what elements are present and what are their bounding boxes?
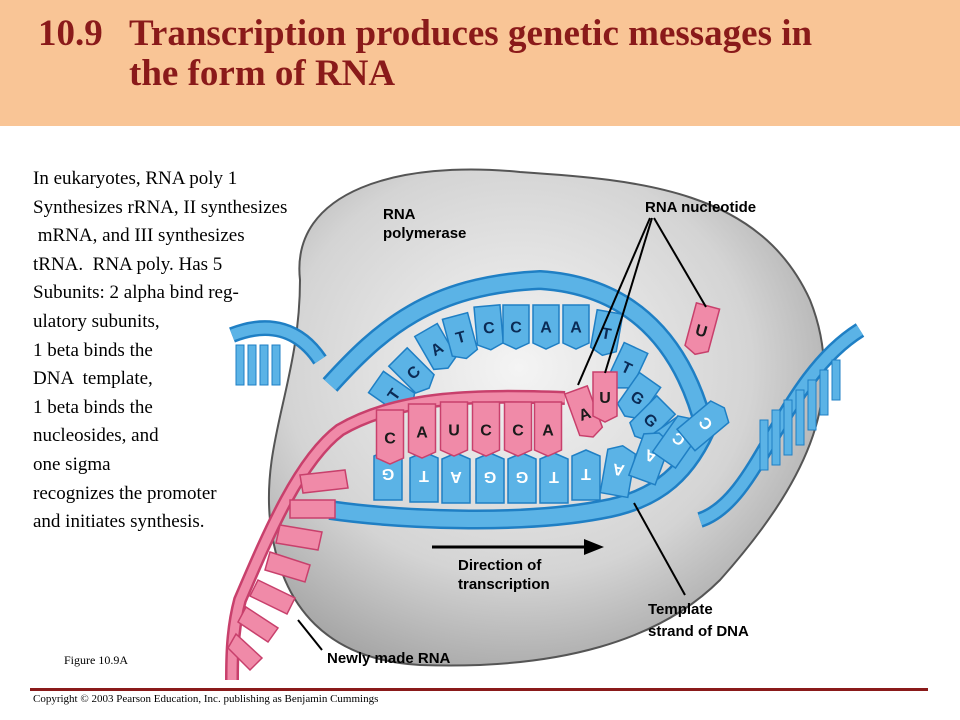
dna-right-helix <box>696 323 865 528</box>
title-line-2: the form of RNA <box>129 53 396 94</box>
nontemplate-base: A <box>413 322 458 371</box>
nontemplate-base: T <box>441 311 479 360</box>
body-text-line: tRNA. RNA poly. Has 5 <box>33 253 223 275</box>
svg-text:C: C <box>384 430 396 447</box>
svg-text:A: A <box>611 459 626 478</box>
free-nucleotide: U <box>684 301 721 356</box>
nontemplate-base: C <box>387 346 435 394</box>
svg-text:T: T <box>600 325 613 343</box>
template-base: G <box>507 452 537 504</box>
svg-text:U: U <box>599 390 611 407</box>
body-text-line: 1 beta binds the <box>33 396 153 418</box>
nontemplate-base: C <box>502 304 530 350</box>
rna-base: C <box>375 409 405 465</box>
label-direction-2: transcription <box>458 576 550 593</box>
leader-lines <box>297 217 707 651</box>
free-nucleotide: U <box>592 371 618 423</box>
svg-text:A: A <box>540 319 552 336</box>
svg-text:A: A <box>416 424 428 441</box>
free-nucleotide: A <box>563 384 604 438</box>
svg-text:U: U <box>693 322 709 341</box>
label-template-1: Template <box>648 601 713 618</box>
svg-text:A: A <box>570 319 582 336</box>
body-text-line: Subunits: 2 alpha bind reg- <box>33 282 239 304</box>
rna-base: A <box>407 403 437 459</box>
slide-title: 10.9 Transcription produces genetic messa… <box>38 14 812 94</box>
body-text-line: Synthesizes rRNA, II synthesizes <box>33 196 288 218</box>
template-base: T <box>409 451 439 503</box>
svg-text:T: T <box>581 465 591 482</box>
free-rna-nucleotides: AUU <box>563 301 721 438</box>
figure-label: Figure 10.9A <box>64 653 128 667</box>
svg-text:C: C <box>480 422 492 439</box>
svg-text:G: G <box>484 468 496 485</box>
svg-text:G: G <box>516 468 528 485</box>
rna-base: C <box>503 401 533 457</box>
svg-text:G: G <box>382 465 394 482</box>
body-text-line: nucleosides, and <box>33 425 159 447</box>
nontemplate-base: C <box>473 304 505 351</box>
body-text-line: DNA template, <box>33 368 153 390</box>
svg-text:C: C <box>482 320 495 338</box>
template-base: C <box>675 400 730 452</box>
label-rna-polymerase-1: RNA <box>383 206 416 223</box>
body-text-line: 1 beta binds the <box>33 339 153 361</box>
nontemplate-base: A <box>532 304 560 350</box>
body-text-line: mRNA, and III synthesizes <box>33 225 245 247</box>
svg-text:T: T <box>454 328 468 347</box>
rna-base: A <box>533 401 563 457</box>
nontemplate-bases: TCATCCAATTGGC <box>367 304 693 462</box>
template-base: G <box>475 452 505 504</box>
title-line-1: Transcription produces genetic messages … <box>129 13 813 54</box>
body-text-line: In eukaryotes, RNA poly 1 <box>33 168 238 189</box>
direction-arrow <box>432 539 604 555</box>
template-dna-strand <box>328 416 720 530</box>
rna-tail-bases <box>227 469 349 672</box>
svg-text:A: A <box>450 468 462 485</box>
section-number: 10.9 <box>38 13 103 54</box>
title-banner <box>0 0 960 126</box>
label-direction-1: Direction of <box>458 557 542 574</box>
body-text-line: one sigma <box>33 453 111 475</box>
footer-rule <box>30 688 928 691</box>
svg-text:C: C <box>510 319 522 336</box>
template-bases: G T A G G T T A A C C <box>373 400 730 504</box>
body-text-line: recognizes the promoter <box>33 482 217 504</box>
nontemplate-base: G <box>616 371 662 420</box>
template-base: T <box>539 452 569 504</box>
svg-text:T: T <box>549 468 559 485</box>
label-template-2: strand of DNA <box>648 623 749 640</box>
body-text-line: ulatory subunits, <box>33 310 160 332</box>
body-text: In eukaryotes, RNA poly 1 Synthesizes rRN… <box>33 165 363 537</box>
svg-text:U: U <box>448 422 460 439</box>
template-base: T <box>571 449 601 501</box>
label-rna-nucleotide: RNA nucleotide <box>645 199 756 216</box>
label-newly-made-rna: Newly made RNA <box>327 650 451 667</box>
nontemplate-base: A <box>562 304 590 350</box>
body-text-line: and initiates synthesis. <box>33 511 205 533</box>
svg-text:C: C <box>512 422 524 439</box>
nontemplate-dna-strand <box>322 269 715 433</box>
rna-base: C <box>471 401 501 457</box>
dna-left-helix <box>229 320 327 386</box>
rna-base: U <box>439 401 469 457</box>
nontemplate-base: T <box>607 341 649 389</box>
rna-strand <box>225 389 566 681</box>
copyright-text: Copyright © 2003 Pearson Education, Inc.… <box>33 693 379 705</box>
svg-text:T: T <box>419 467 429 484</box>
template-base: A <box>441 452 471 504</box>
svg-text:A: A <box>542 422 554 439</box>
label-rna-polymerase-2: polymerase <box>383 225 466 242</box>
